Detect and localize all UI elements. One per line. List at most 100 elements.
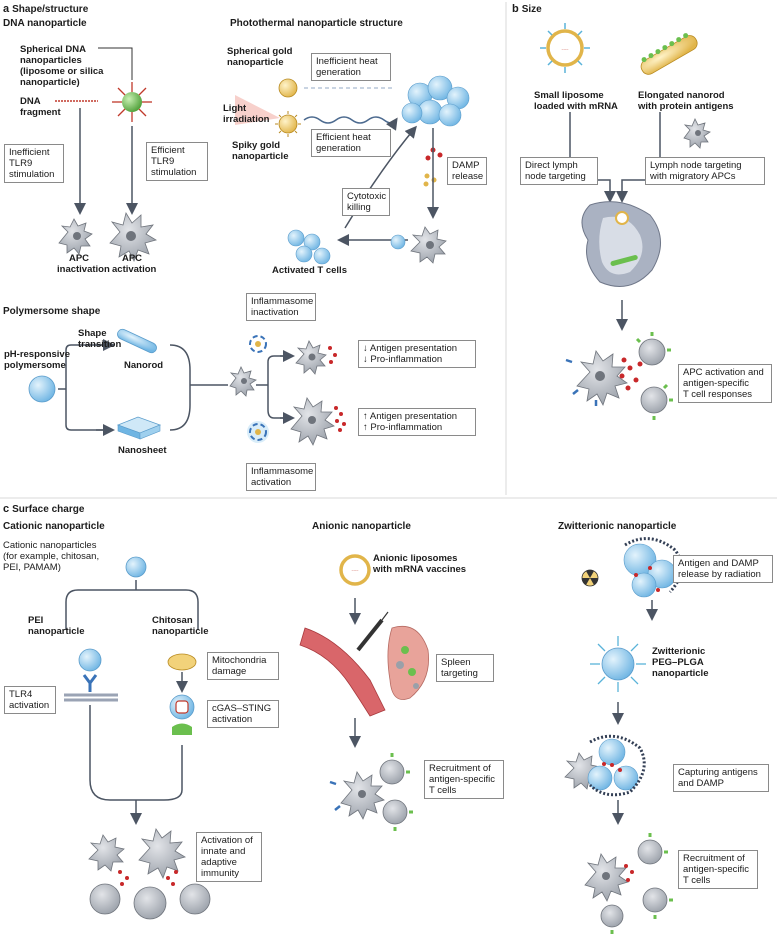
apc-active-cell xyxy=(109,211,158,263)
spleen-box: Spleen targeting xyxy=(436,654,494,682)
cationic-title: Cationic nanoparticle xyxy=(3,521,105,532)
inflammasome-inactivation-box: Inflammasome inactivation xyxy=(246,293,316,321)
tumor-cell-cluster xyxy=(401,75,470,127)
size-section: ~~~ xyxy=(540,23,711,420)
panel-a-letter: a xyxy=(3,3,10,15)
peg-plga-label: Zwitterionic PEG–PLGA nanoparticle xyxy=(652,646,709,679)
ph-polymersome xyxy=(28,375,56,403)
efficient-tlr9-box: Efficient TLR9 stimulation xyxy=(146,142,208,181)
panel-b-letter: b xyxy=(512,3,519,15)
light-beam xyxy=(235,95,280,125)
efficient-heat-box: Efficient heat generation xyxy=(311,129,391,157)
tlr4-box: TLR4 activation xyxy=(4,686,56,714)
nanorod xyxy=(117,328,157,354)
shape-transition-label: Shape transition xyxy=(78,328,122,350)
panel-c-title: Surface charge xyxy=(12,504,85,515)
pei-nanoparticle-cell xyxy=(64,648,118,702)
elongated-nanorod-label: Elongated nanorod with protein antigens xyxy=(638,90,734,112)
zwitterionic-peg-plga xyxy=(590,636,646,692)
apc-activation-cluster xyxy=(565,332,673,420)
nanorod-label: Nanorod xyxy=(124,360,164,371)
svg-text:~~~: ~~~ xyxy=(561,47,569,52)
mitochondria-box: Mitochondria damage xyxy=(207,652,279,680)
polymersome-title: Polymersome shape xyxy=(3,306,101,317)
inflammasome-activation-box: Inflammasome activation xyxy=(246,463,316,491)
capture-box: Capturing antigens and DAMP xyxy=(673,764,769,792)
panel-a-title: Shape/structure xyxy=(12,4,89,15)
polymersome-section xyxy=(28,328,346,446)
photothermal-section xyxy=(235,75,470,265)
anionic-section: ~~~ xyxy=(299,554,429,831)
cationic-desc: Cationic nanoparticles (for example, chi… xyxy=(3,540,100,573)
activated-t-label: Activated T cells xyxy=(272,265,347,276)
nanosheet xyxy=(116,416,162,440)
apc-inactive-cell xyxy=(58,218,93,255)
inflammasome-active-icon xyxy=(247,421,269,443)
capture-cluster xyxy=(564,734,646,797)
anionic-liposome: ~~~ xyxy=(339,554,371,586)
svg-text:~~~: ~~~ xyxy=(351,568,359,573)
activated-t-cells xyxy=(287,229,331,265)
elongated-nanorod xyxy=(640,33,698,75)
pei-label: PEI nanoparticle xyxy=(28,615,85,637)
innate-adaptive-box: Activation of innate and adaptive immuni… xyxy=(196,832,262,882)
spiky-gold-label: Spiky gold nanoparticle xyxy=(232,140,289,162)
cationic-nanoparticle xyxy=(125,556,147,578)
blood-vessel xyxy=(299,627,386,717)
dna-fragment-label: DNA fragment xyxy=(20,96,61,118)
lymph-migratory-box: Lymph node targeting with migratory APCs xyxy=(645,157,765,185)
spherical-gold-nanoparticle xyxy=(278,78,298,98)
panel-c-letter: c xyxy=(3,503,10,515)
damp-dots xyxy=(425,147,443,161)
spiky-gold-nanoparticle xyxy=(278,114,298,134)
innate-adaptive-cells xyxy=(88,828,211,920)
radiation-release-box: Antigen and DAMP release by radiation xyxy=(673,555,773,583)
mitochondria xyxy=(167,653,197,671)
increased-presentation-box: ↑ Antigen presentation ↑ Pro-inflammatio… xyxy=(358,408,476,436)
cytotoxic-box: Cytotoxic killing xyxy=(342,188,390,216)
apc-inactivation-label: APC inactivation xyxy=(57,253,110,275)
chitosan-label: Chitosan nanoparticle xyxy=(152,615,209,637)
spherical-gold-label: Spherical gold nanoparticle xyxy=(227,46,293,68)
cationic-section xyxy=(64,556,211,920)
anionic-title: Anionic nanoparticle xyxy=(312,521,411,532)
spleen xyxy=(387,625,429,700)
zwitterionic-section xyxy=(564,537,683,934)
inefficient-tlr9-box: Inefficient TLR9 stimulation xyxy=(4,144,64,183)
apc-activation-box: APC activation and antigen-specific T ce… xyxy=(678,364,772,403)
damp-release-box: DAMP release xyxy=(447,157,487,185)
anionic-recruit-box: Recruitment of antigen-specific T cells xyxy=(424,760,504,799)
light-irradiation-label: Light irradiation xyxy=(223,103,270,125)
apc-activation-label: APC activation xyxy=(112,253,157,275)
dna-title: DNA nanoparticle xyxy=(3,18,87,29)
apc-cell-inactive-polymersome xyxy=(295,340,337,375)
dna-nanoparticle-section xyxy=(55,47,158,263)
nanosheet-label: Nanosheet xyxy=(118,445,167,456)
zwitterionic-title: Zwitterionic nanoparticle xyxy=(558,521,677,532)
apc-cell-polymersome-middle xyxy=(229,366,257,397)
small-liposome: ~~~ xyxy=(540,23,590,73)
radiation-icon xyxy=(581,569,599,587)
direct-lymph-box: Direct lymph node targeting xyxy=(520,157,598,185)
apc-cell-photothermal xyxy=(410,226,447,264)
small-liposome-label: Small liposome loaded with mRNA xyxy=(534,90,618,112)
t-cell-recruitment-zwitterionic xyxy=(584,833,673,934)
zwitterionic-recruit-box: Recruitment of antigen-specific T cells xyxy=(678,850,758,889)
decreased-presentation-box: ↓ Antigen presentation ↓ Pro-inflammatio… xyxy=(358,340,476,368)
photothermal-title: Photothermal nanoparticle structure xyxy=(230,18,403,29)
spherical-dna-nanoparticle xyxy=(122,92,142,112)
anionic-desc: Anionic liposomes with mRNA vaccines xyxy=(373,553,467,575)
spherical-dna-label: Spherical DNA nanoparticles (liposome or… xyxy=(20,44,104,88)
ph-polymersome-label: pH-responsive polymersome xyxy=(4,349,70,371)
syringe-icon xyxy=(356,611,389,652)
cgas-sting-box: cGAS–STING activation xyxy=(207,700,279,728)
t-cell-recruitment-anionic xyxy=(329,753,413,831)
inefficient-heat-box: Inefficient heat generation xyxy=(311,53,391,81)
apc-cell-active-polymersome xyxy=(290,397,346,446)
lymph-node xyxy=(581,201,661,287)
apc-cell-size-top xyxy=(683,118,711,149)
cgas-sting-icon xyxy=(169,694,195,735)
